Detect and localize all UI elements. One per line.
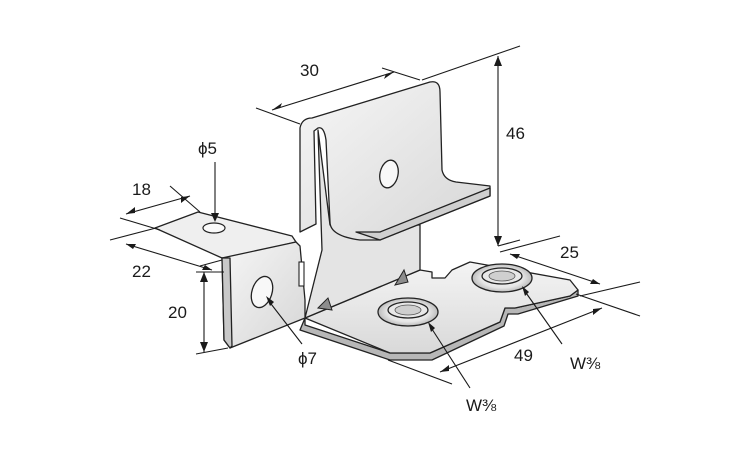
dim-height: 46 bbox=[506, 124, 525, 143]
side-plate-edge bbox=[221, 257, 233, 349]
gusset-right bbox=[393, 268, 409, 286]
upright-flange bbox=[299, 81, 491, 241]
dim-right-depth: 25 bbox=[560, 243, 579, 262]
dim-bolt-left: W⅜ bbox=[466, 396, 497, 415]
dim-bolt-right: W⅜ bbox=[570, 354, 601, 373]
dim-tab-depth: 18 bbox=[132, 180, 151, 199]
dim-top-width: 30 bbox=[300, 61, 319, 80]
dim-side-hole: ϕ7 bbox=[298, 349, 317, 368]
gusset-left bbox=[316, 297, 333, 311]
washer-left bbox=[377, 297, 439, 327]
upright-slot bbox=[379, 159, 399, 189]
tab-hole bbox=[202, 222, 226, 234]
dim-tab-hole: ϕ5 bbox=[198, 139, 217, 158]
dim-base-length: 49 bbox=[514, 346, 533, 365]
bracket-body bbox=[154, 81, 579, 361]
dimension-lines bbox=[109, 45, 641, 389]
dim-side-height: 20 bbox=[168, 303, 187, 322]
dim-side-depth: 22 bbox=[132, 262, 151, 281]
side-slot bbox=[298, 261, 305, 287]
washer-right bbox=[471, 263, 533, 293]
side-hole bbox=[250, 275, 274, 309]
top-lip bbox=[355, 187, 491, 241]
